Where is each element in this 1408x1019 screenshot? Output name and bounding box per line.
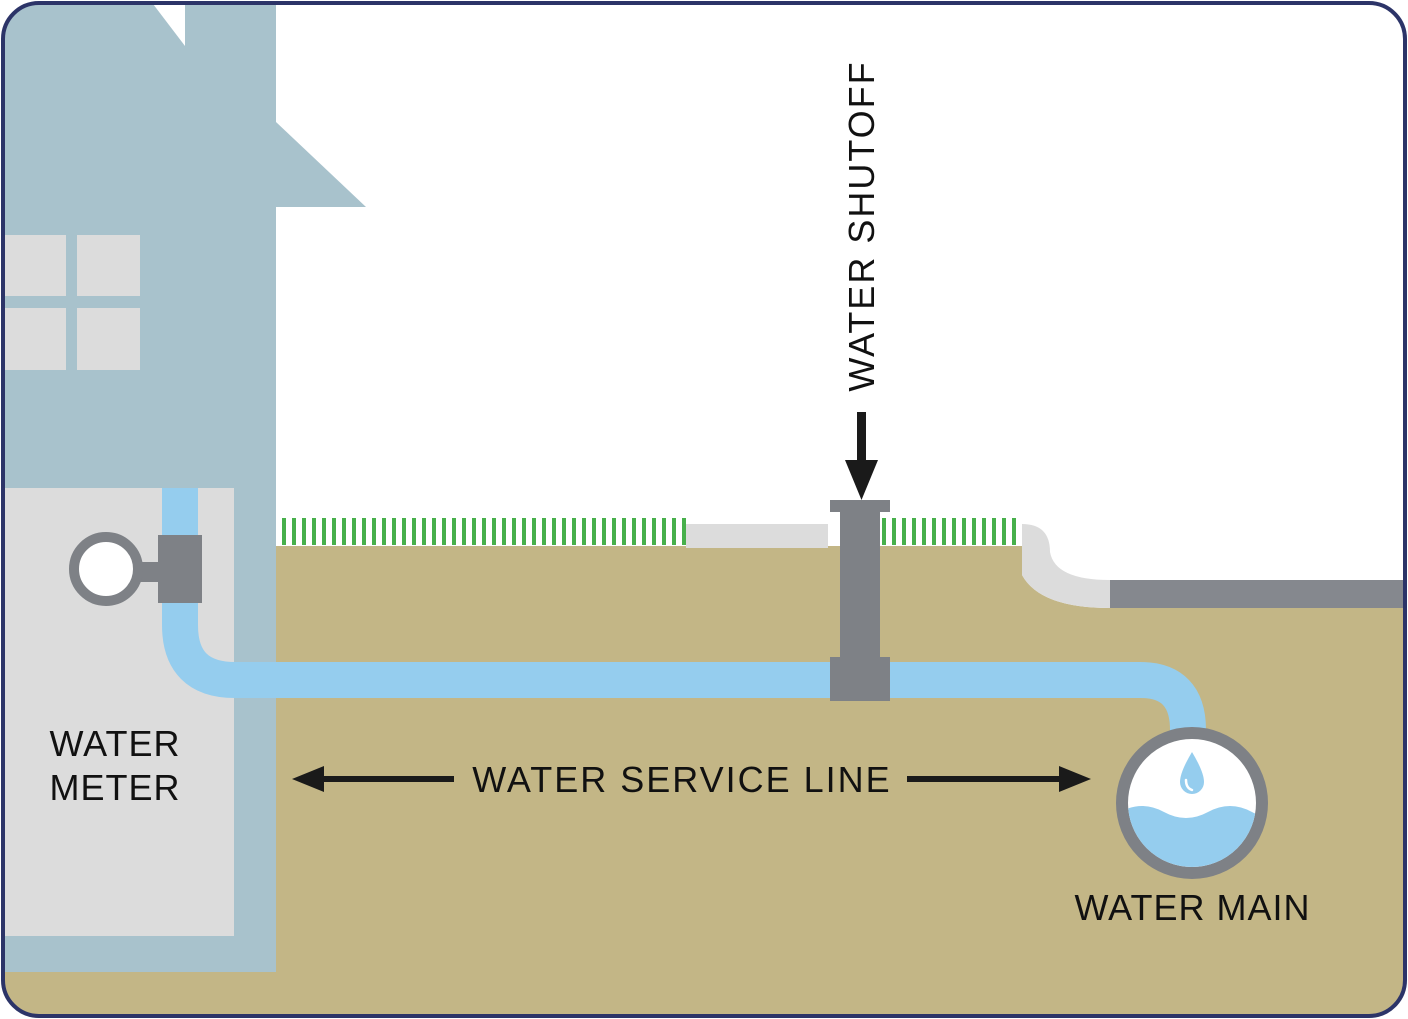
grass-strip-left	[276, 518, 686, 545]
water-shutoff-valve	[830, 500, 890, 701]
water-meter-label-line2: METER	[49, 767, 181, 808]
arrow-right-icon	[907, 766, 1091, 792]
water-shutoff-label: WATER SHUTOFF	[841, 60, 882, 392]
grass-strip-right	[880, 518, 1022, 545]
water-meter	[69, 532, 202, 606]
arrow-left-icon	[292, 766, 454, 792]
water-main-pipe	[1116, 727, 1268, 879]
sidewalk	[686, 524, 828, 548]
water-meter-label: WATER METER	[20, 722, 210, 810]
meter-dial-icon	[69, 532, 143, 606]
water-main-label: WATER MAIN	[1074, 887, 1311, 928]
water-meter-label-line1: WATER	[49, 723, 181, 764]
arrow-down-icon	[845, 412, 878, 500]
house-window	[5, 235, 140, 370]
water-service-line-label: WATER SERVICE LINE	[472, 759, 892, 800]
water-service-pipe	[162, 488, 1206, 748]
curb	[1022, 524, 1110, 608]
road	[1110, 580, 1405, 608]
